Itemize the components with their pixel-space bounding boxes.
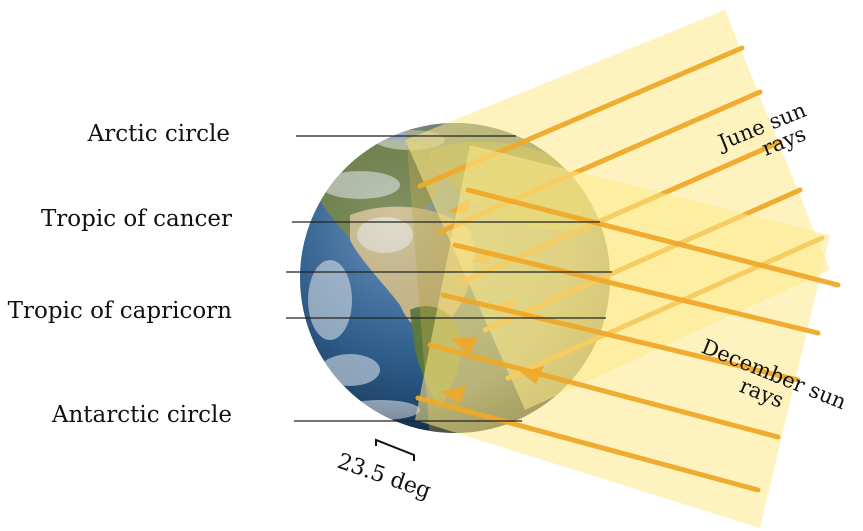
tilt-angle-marker xyxy=(375,438,415,461)
december-sun-rays xyxy=(415,145,841,528)
tropic-of-capricorn-label: Tropic of capricorn xyxy=(8,298,233,324)
latitude-lines xyxy=(286,135,612,422)
svg-text:23.5 deg: 23.5 deg xyxy=(334,449,434,504)
antarctic-circle-label: Antarctic circle xyxy=(51,402,232,428)
tropic-of-cancer-label: Tropic of cancer xyxy=(41,206,232,232)
tilt-angle-label: 23.5 deg xyxy=(334,449,434,504)
arctic-circle-label: Arctic circle xyxy=(87,121,230,147)
